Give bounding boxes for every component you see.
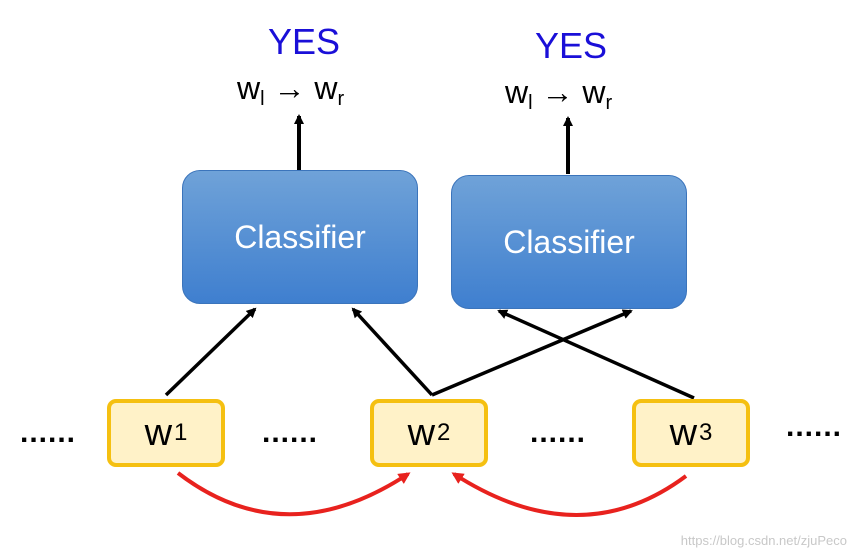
relation-right-sub: r xyxy=(337,88,345,110)
yes-label-2: YES xyxy=(535,25,608,66)
red-arrow-w1-w2 xyxy=(176,471,411,517)
word-sub: 2 xyxy=(437,419,451,446)
relation-arrow: → xyxy=(273,70,306,106)
word-sub: 1 xyxy=(174,419,188,446)
watermark: https://blog.csdn.net/zjuPeco xyxy=(680,533,847,548)
yes-label-1: YES xyxy=(268,21,341,62)
word-base: w xyxy=(407,411,436,454)
ellipsis-1: ...... xyxy=(20,416,77,449)
relation-left-sub: l xyxy=(528,92,533,114)
classifier-box-2: Classifier xyxy=(451,175,687,309)
relation-arrow: → xyxy=(541,74,574,110)
arrow-w1-classifier1 xyxy=(164,307,257,397)
relation-label-2: wl → wr xyxy=(505,76,612,113)
word-base: w xyxy=(669,411,698,454)
relation-left-word: w xyxy=(505,74,529,110)
classifier-box-1: Classifier xyxy=(182,170,418,304)
ellipsis-3: ...... xyxy=(530,416,587,449)
relation-right-word: w xyxy=(314,70,338,106)
relation-left-word: w xyxy=(237,70,261,106)
word-base: w xyxy=(144,411,173,454)
relation-left-sub: l xyxy=(260,88,265,110)
relation-right-word: w xyxy=(582,74,606,110)
red-arrow-w3-w2 xyxy=(451,472,688,517)
relation-label-1: wl → wr xyxy=(237,72,344,109)
word-sub: 3 xyxy=(699,419,713,446)
relation-right-sub: r xyxy=(605,92,613,114)
arrow-w2-classifier2 xyxy=(431,309,633,397)
ellipsis-2: ...... xyxy=(262,416,319,449)
ellipsis-4: ...... xyxy=(786,410,843,443)
arrow-w2-classifier1 xyxy=(351,307,434,397)
arrow-w3-classifier2 xyxy=(497,309,695,400)
